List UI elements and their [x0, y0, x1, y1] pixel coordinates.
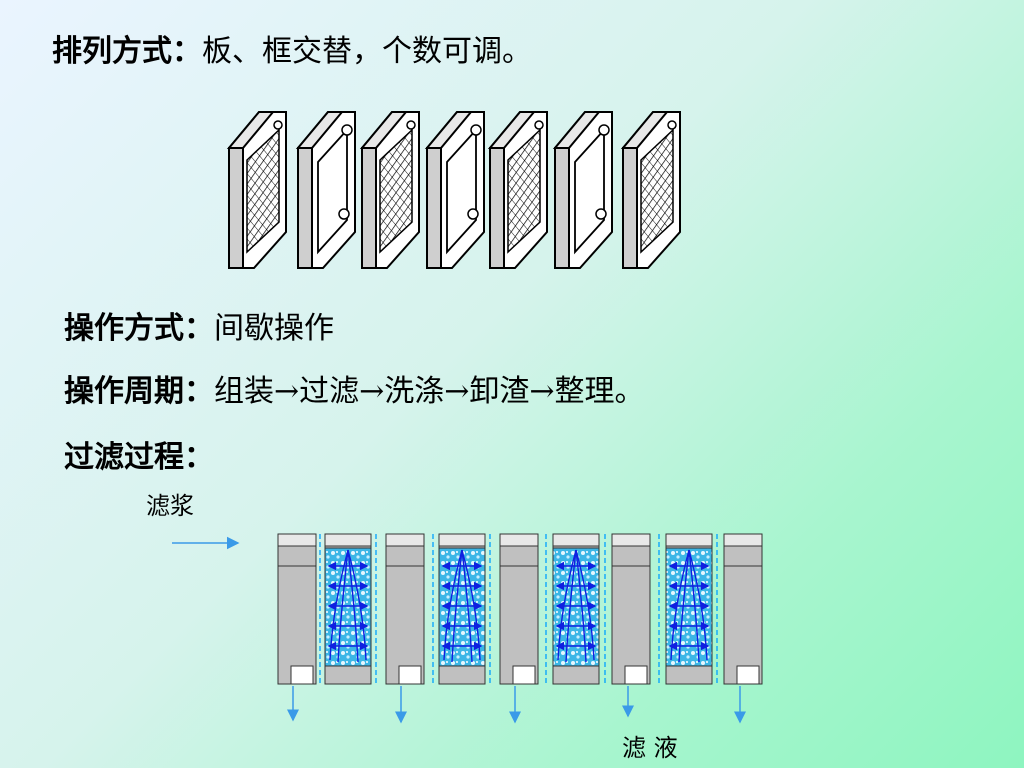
cycle-label: 操作周期：	[64, 374, 214, 409]
cycle-text: 组装→过滤→洗涤→卸渣→整理。	[214, 374, 645, 409]
plate-section	[277, 533, 317, 685]
plate-section	[611, 533, 651, 685]
frame-section	[552, 533, 600, 685]
filtrate-label: 滤 液	[622, 734, 678, 762]
arrangement-label: 排列方式：	[52, 34, 202, 69]
plate-section	[723, 533, 763, 685]
filter-plate	[487, 111, 548, 269]
filter-frame	[295, 111, 356, 269]
operation-label: 操作方式：	[64, 311, 214, 346]
plate-section	[385, 533, 425, 685]
plate-frame-illustration	[226, 111, 681, 269]
frame-section	[438, 533, 486, 685]
plate-section	[499, 533, 539, 685]
process-line: 过滤过程：	[64, 432, 214, 476]
filter-plate	[359, 111, 420, 269]
arrangement-line: 排列方式：板、框交替，个数可调。	[52, 26, 532, 70]
arrangement-text: 板、框交替，个数可调。	[202, 34, 532, 69]
filter-frame	[552, 111, 613, 269]
process-label: 过滤过程：	[64, 440, 214, 475]
filter-plate	[226, 111, 287, 269]
frame-section	[324, 533, 372, 685]
operation-line: 操作方式：间歇操作	[64, 303, 334, 347]
operation-text: 间歇操作	[214, 311, 334, 346]
frame-section	[665, 533, 713, 685]
filtrate-outlet-arrows	[287, 686, 746, 724]
slurry-label: 滤浆	[146, 492, 194, 520]
cycle-line: 操作周期：组装→过滤→洗涤→卸渣→整理。	[64, 366, 645, 410]
filter-frame	[424, 111, 485, 269]
filter-cloth-lines	[319, 534, 718, 684]
filter-plate	[620, 111, 681, 269]
